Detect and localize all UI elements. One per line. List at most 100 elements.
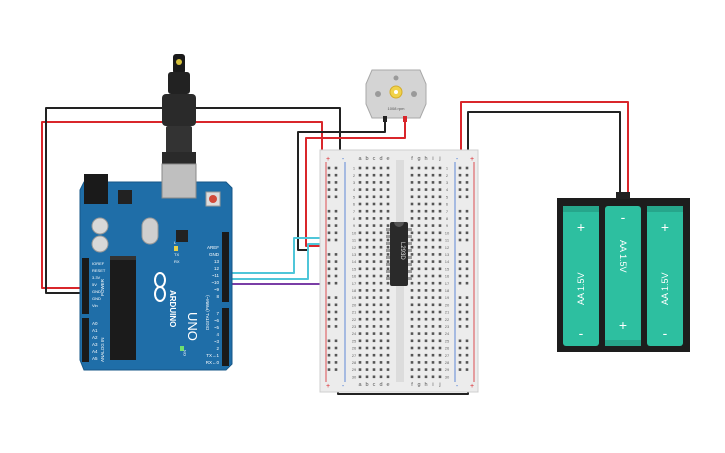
breadboard-hole[interactable] (424, 375, 428, 379)
breadboard-hole[interactable] (358, 375, 362, 379)
breadboard-rail-hole[interactable] (334, 260, 338, 263)
breadboard-rail-hole[interactable] (327, 188, 331, 191)
breadboard-rail-hole[interactable] (334, 217, 338, 220)
breadboard-rail-hole[interactable] (465, 267, 469, 271)
breadboard-hole[interactable] (358, 267, 362, 271)
breadboard-hole[interactable] (431, 346, 435, 350)
breadboard-rail-hole[interactable] (465, 339, 469, 343)
breadboard-hole[interactable] (417, 303, 421, 307)
breadboard-hole[interactable] (431, 188, 435, 191)
breadboard-hole[interactable] (372, 332, 376, 335)
breadboard-hole[interactable] (386, 224, 390, 227)
breadboard-rail-hole[interactable] (327, 209, 331, 213)
breadboard-hole[interactable] (386, 245, 390, 249)
breadboard-hole[interactable] (372, 325, 376, 328)
breadboard-hole[interactable] (365, 195, 369, 199)
breadboard-hole[interactable] (438, 217, 442, 220)
breadboard-hole[interactable] (424, 195, 428, 199)
breadboard-hole[interactable] (379, 375, 383, 379)
breadboard-hole[interactable] (438, 238, 442, 242)
breadboard-rail-hole[interactable] (327, 368, 331, 371)
breadboard-hole[interactable] (386, 368, 390, 371)
breadboard-hole[interactable] (372, 281, 376, 285)
breadboard-hole[interactable] (365, 281, 369, 285)
breadboard-hole[interactable] (410, 224, 414, 227)
breadboard-hole[interactable] (379, 260, 383, 263)
breadboard-hole[interactable] (438, 260, 442, 263)
breadboard-hole[interactable] (431, 353, 435, 357)
breadboard-hole[interactable] (431, 296, 435, 299)
breadboard-hole[interactable] (358, 195, 362, 199)
breadboard-rail-hole[interactable] (465, 368, 469, 371)
breadboard-hole[interactable] (424, 181, 428, 184)
breadboard-rail-hole[interactable] (334, 317, 338, 321)
breadboard-hole[interactable] (438, 325, 442, 328)
breadboard-hole[interactable] (431, 173, 435, 177)
breadboard-rail-hole[interactable] (465, 274, 469, 278)
wire-red-rail-to-battery[interactable] (460, 101, 629, 194)
breadboard-rail-hole[interactable] (458, 188, 462, 191)
breadboard-hole[interactable] (417, 310, 421, 314)
breadboard-rail-hole[interactable] (458, 238, 462, 242)
breadboard-hole[interactable] (431, 181, 435, 184)
breadboard-hole[interactable] (424, 173, 428, 177)
breadboard-hole[interactable] (358, 202, 362, 206)
breadboard-hole[interactable] (410, 339, 414, 343)
breadboard-rail-hole[interactable] (465, 224, 469, 227)
breadboard-hole[interactable] (410, 296, 414, 299)
breadboard-hole[interactable] (386, 361, 390, 364)
breadboard-hole[interactable] (372, 202, 376, 206)
breadboard-rail-hole[interactable] (334, 310, 338, 314)
breadboard-hole[interactable] (365, 245, 369, 249)
breadboard-hole[interactable] (379, 281, 383, 285)
breadboard-hole[interactable] (365, 166, 369, 170)
breadboard-rail-hole[interactable] (334, 238, 338, 242)
breadboard-hole[interactable] (386, 202, 390, 206)
breadboard-rail-hole[interactable] (458, 296, 462, 299)
breadboard-hole[interactable] (358, 245, 362, 249)
breadboard-hole[interactable] (379, 238, 383, 242)
breadboard-rail-hole[interactable] (458, 368, 462, 371)
wire-black-gnd-to-rail[interactable] (45, 107, 341, 294)
breadboard-hole[interactable] (410, 209, 414, 213)
breadboard-hole[interactable] (358, 303, 362, 307)
breadboard-hole[interactable] (379, 224, 383, 227)
breadboard-rail-hole[interactable] (327, 166, 331, 170)
breadboard-rail-hole[interactable] (465, 195, 469, 199)
breadboard-hole[interactable] (365, 188, 369, 191)
arduino-uno[interactable]: IOREF RESET 3.3V 5V GND GND Vin A0 A1 A2… (79, 163, 233, 371)
breadboard-hole[interactable] (386, 303, 390, 307)
breadboard-hole[interactable] (386, 209, 390, 213)
breadboard-hole[interactable] (410, 202, 414, 206)
breadboard-hole[interactable] (417, 325, 421, 328)
breadboard-hole[interactable] (358, 238, 362, 242)
breadboard-rail-hole[interactable] (327, 217, 331, 220)
breadboard-hole[interactable] (410, 260, 414, 263)
breadboard-hole[interactable] (365, 209, 369, 213)
breadboard-rail-hole[interactable] (458, 346, 462, 350)
breadboard-rail-hole[interactable] (465, 166, 469, 170)
breadboard-hole[interactable] (379, 339, 383, 343)
breadboard-hole[interactable] (365, 238, 369, 242)
breadboard-hole[interactable] (438, 310, 442, 314)
breadboard-rail-hole[interactable] (327, 238, 331, 242)
breadboard-hole[interactable] (424, 224, 428, 227)
breadboard-hole[interactable] (386, 217, 390, 220)
breadboard-hole[interactable] (410, 267, 414, 271)
breadboard-hole[interactable] (358, 188, 362, 191)
breadboard-hole[interactable] (431, 217, 435, 220)
breadboard-rail-hole[interactable] (334, 181, 338, 184)
breadboard-rail-hole[interactable] (465, 253, 469, 256)
breadboard-hole[interactable] (438, 353, 442, 357)
breadboard-hole[interactable] (424, 202, 428, 206)
breadboard-rail-hole[interactable] (458, 325, 462, 328)
breadboard-hole[interactable] (424, 267, 428, 271)
breadboard-hole[interactable] (417, 375, 421, 379)
breadboard-hole[interactable] (431, 361, 435, 364)
breadboard-rail-hole[interactable] (465, 181, 469, 184)
breadboard-hole[interactable] (417, 267, 421, 271)
breadboard-hole[interactable] (410, 289, 414, 292)
breadboard-hole[interactable] (365, 375, 369, 379)
breadboard-hole[interactable] (438, 361, 442, 364)
breadboard-hole[interactable] (424, 217, 428, 220)
